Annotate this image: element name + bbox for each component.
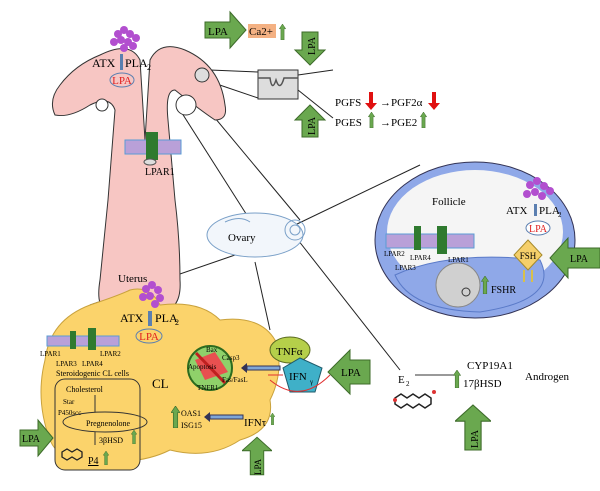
e2-label: E [398, 374, 405, 386]
p450scc-label: P450scc [58, 409, 81, 417]
fsh-label: FSH [520, 251, 537, 261]
ifn-gamma-sub: γ [309, 378, 313, 386]
cholesterol-label: Cholesterol [66, 385, 104, 394]
atx-cluster-icon [110, 26, 140, 52]
steroidogenic-box [54, 378, 141, 471]
steroidogenic-title: Steroidogenic CL cells [56, 369, 129, 378]
uterus-lpar1: LPAR1 [145, 167, 175, 178]
follicle-membrane [385, 233, 475, 249]
up-arrow-icon [279, 24, 286, 40]
receptor-icon [437, 226, 447, 254]
receptor-icon [88, 328, 96, 350]
cl-lpar4: LPAR4 [82, 360, 103, 368]
pges-label: PGES [335, 117, 362, 129]
follicle: Follicle ATX PLA 2 LPA LPAR2 LPAR4 LPAR1… [374, 161, 600, 451]
up-arrow-icon [420, 112, 427, 128]
uterus-label: Uterus [118, 273, 147, 285]
cl-lpa-right: LPA [341, 367, 361, 379]
follicle-lpar3: LPAR3 [395, 264, 416, 272]
up-arrow-icon [270, 413, 275, 425]
cl-lpar1: LPAR1 [40, 350, 61, 358]
pge2-label: →PGE2 [380, 117, 417, 129]
cl-membrane [46, 335, 120, 347]
ca-label: Ca2+ [249, 26, 273, 38]
follicle-label: Follicle [432, 196, 466, 208]
follicle-lpar1: LPAR1 [448, 256, 469, 264]
lpar1-receptor-icon [146, 132, 158, 160]
receptor-icon [414, 226, 421, 250]
follicle-lpa-bottom: LPA [470, 429, 481, 448]
follicle-pla2-sub: 2 [558, 211, 562, 219]
cl-pla2: PLA [155, 311, 178, 325]
pregnenolone-label: Pregnenolone [86, 419, 130, 428]
ifn-gamma-label: IFN [289, 371, 307, 383]
receptor-icon [70, 331, 76, 349]
pgf2a-label: →PGF2α [380, 97, 423, 109]
up-arrow-icon [368, 112, 375, 128]
down-arrow-icon [428, 92, 440, 110]
progesterone-molecule-icon [61, 448, 83, 461]
atx-cluster-icon [523, 177, 554, 200]
uterus-lpa: LPA [112, 75, 132, 87]
cl-pla2-sub: 2 [175, 318, 179, 327]
follicle-lpar2: LPAR2 [384, 250, 405, 258]
atx-cluster-icon [139, 281, 164, 308]
star-label: Star [63, 398, 75, 406]
androgen-label: Androgen [525, 371, 569, 383]
cl-lpa: LPA [139, 331, 159, 343]
prostaglandin-pathway: LPA PGFS →PGF2α PGES →PGE2 LPA [257, 31, 440, 138]
follicle-lpar4: LPAR4 [410, 254, 431, 262]
cl-label: CL [152, 376, 169, 391]
ovary-label: Ovary [228, 232, 256, 244]
cl-lpa-bottom: LPA [253, 458, 263, 475]
tnfr1-label: TNFR1 [197, 384, 219, 392]
uterus: ATX PLA 2 LPA LPAR1 Uterus [51, 26, 226, 313]
uterus-atx: ATX [92, 56, 116, 70]
fsh-diamond-icon [513, 239, 543, 271]
cyp19a1-label: CYP19A1 [467, 360, 513, 372]
fas-fasl-label: Fas/FasL [222, 376, 248, 384]
ifn-tau-label: IFNτ [244, 417, 267, 429]
fshr-label: FSHR [491, 285, 516, 296]
tnf-alpha-label: TNFα [276, 346, 303, 358]
up-arrow-icon [453, 370, 461, 388]
uterus-pla2-sub: 2 [147, 63, 151, 72]
follicle-atx: ATX [506, 205, 527, 217]
e2-sub: 2 [406, 380, 410, 388]
cl-lpa-left: LPA [22, 434, 41, 445]
down-arrow-icon [365, 92, 377, 110]
cl-lpar2: LPAR2 [100, 350, 121, 358]
pg-lpa-bottom: LPA [307, 116, 318, 135]
estradiol-molecule-icon [393, 390, 436, 409]
p4-label: P4 [88, 456, 99, 467]
cl-atx: ATX [120, 311, 144, 325]
hsd3b-label: 3βHSD [99, 436, 123, 445]
cl-lpar3: LPAR3 [56, 360, 77, 368]
pg-lpa-top: LPA [307, 36, 318, 55]
ca-lpa-label: LPA [208, 26, 228, 38]
apoptosis-inhibition-icon [187, 345, 233, 391]
ca-signal: LPA Ca2+ [204, 10, 286, 50]
isg15-label: ISG15 [181, 421, 202, 430]
casp3-label: Casp3 [222, 354, 240, 362]
hsd17b-label: 17βHSD [463, 378, 502, 390]
follicle-pla2: PLA [539, 205, 560, 217]
oas1-label: OAS1 [181, 409, 201, 418]
follicle-lpa-side: LPA [570, 254, 589, 265]
pgfs-label: PGFS [335, 97, 361, 109]
uterus-pla2: PLA [125, 56, 148, 70]
bax-label: Bax [206, 346, 218, 354]
follicle-lpa: LPA [529, 224, 548, 235]
fsh-receptor-icon [523, 270, 533, 282]
apoptosis-label: Apoptosis [188, 363, 217, 371]
ovary: Ovary [206, 212, 306, 258]
corpus-luteum: ATX PLA 2 LPA LPAR1 LPAR3 LPAR2 LPAR4 CL… [19, 281, 371, 476]
